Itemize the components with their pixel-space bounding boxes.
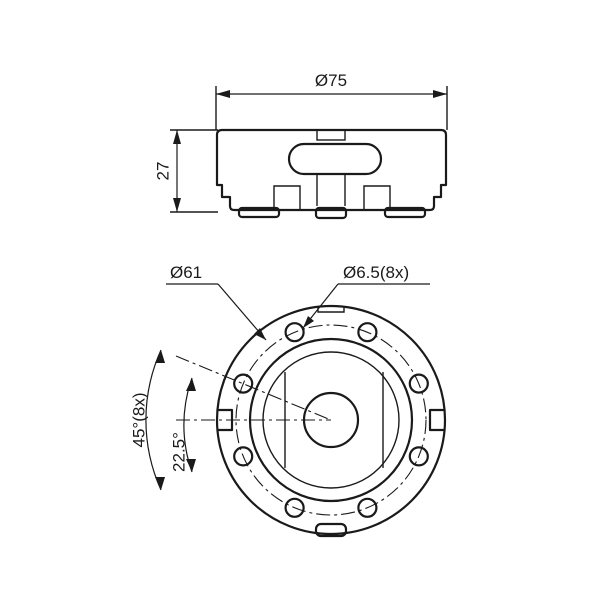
pitch-diameter-callout: Ø61 [166,263,267,341]
mounting-hole [357,497,378,518]
offset-angle-label: 22.5° [169,432,188,472]
mounting-hole [233,446,254,467]
side-view: Ø75 27 [153,71,448,220]
width-dimension: Ø75 [215,71,448,130]
mounting-hole [408,373,429,394]
mounting-holes [233,322,429,518]
angled-centerline [175,355,332,421]
hole-label: Ø6.5(8x) [343,263,409,282]
angle-dimension-45: 45°(8x) [129,349,165,491]
height-dimension: 27 [153,129,218,213]
mounting-hole [233,373,254,394]
mounting-hole [408,446,429,467]
angle-dimension-22-5: 22.5° [169,377,196,473]
top-view: Ø61 Ø6.5(8x) 45°(8x) 22.5° [129,263,447,538]
mounting-hole [284,497,305,518]
mounting-hole [357,322,378,343]
height-label: 27 [153,162,172,181]
angle-label: 45°(8x) [129,393,148,448]
pitch-circle [235,324,427,516]
hole-diameter-callout: Ø6.5(8x) [302,263,430,329]
pitch-circle-label: Ø61 [170,263,202,282]
side-body [215,128,448,220]
width-label: Ø75 [315,71,347,90]
mounting-hole [284,322,305,343]
